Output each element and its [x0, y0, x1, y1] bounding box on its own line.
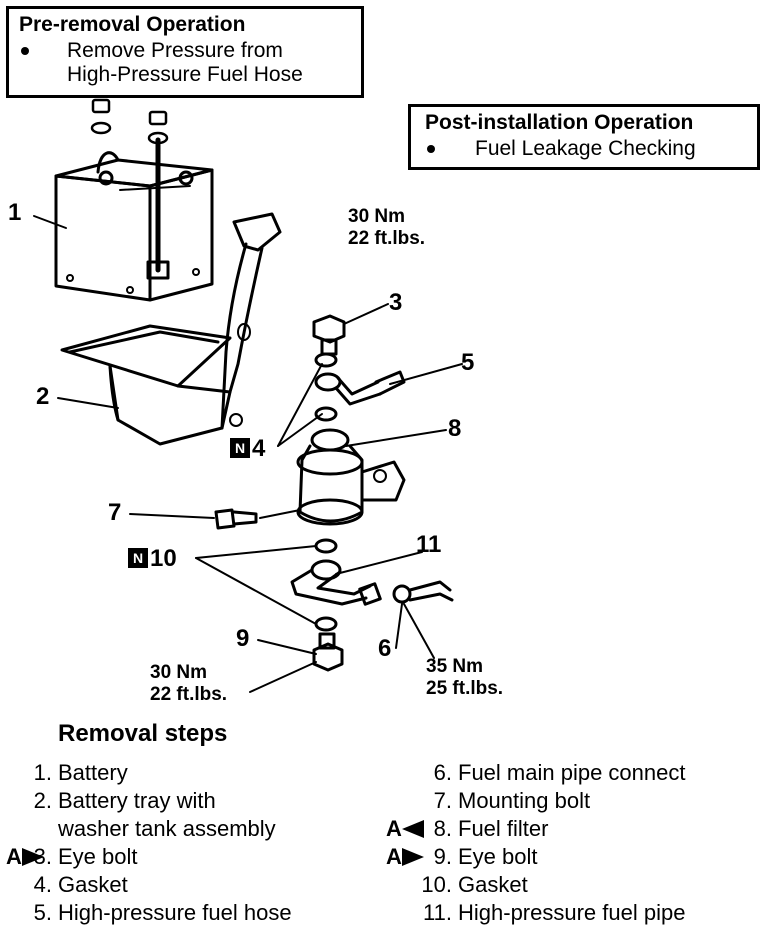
step-2: 2.Battery tray with: [33, 788, 216, 813]
step-11: 11.High-pressure fuel pipe: [423, 900, 686, 925]
callout-5: 5: [461, 349, 475, 376]
eye-bolt-lower-part: [312, 632, 344, 672]
gasket-10-lower-part: [314, 616, 338, 632]
pre-removal-title: Pre-removal Operation: [19, 13, 246, 36]
removal-steps-title: Removal steps: [58, 720, 228, 747]
right-arrow-icon: [401, 848, 424, 866]
pre-removal-box: Pre-removal Operation Remove Pressure fr…: [6, 6, 364, 98]
service-tag-a-step-8: A: [386, 816, 424, 842]
pre-removal-item-line1: Remove Pressure from: [67, 39, 283, 62]
post-installation-title: Post-installation Operation: [425, 111, 694, 134]
torque-9-ftlbs: 22 ft.lbs.: [150, 684, 228, 705]
battery-tray-washer-tank-part: [60, 212, 282, 446]
right-arrow-icon: [21, 848, 44, 866]
high-pressure-fuel-pipe-part: [290, 559, 382, 606]
step-4: 4.Gasket: [33, 872, 128, 897]
gasket-upper-part: [314, 352, 338, 368]
fuel-filter-part: [296, 428, 406, 526]
gasket-10-upper-part: [314, 538, 338, 554]
torque-3-nm: 30 Nm: [348, 206, 406, 227]
torque-6-nm: 35 Nm: [426, 656, 484, 677]
callout-6: 6: [378, 635, 392, 662]
fuel-main-pipe-connection-part: [392, 580, 454, 604]
step-2-cont: washer tank assembly: [58, 816, 276, 841]
post-installation-item-text: Fuel Leakage Checking: [475, 137, 696, 160]
step-3: 3.Eye bolt: [33, 844, 138, 869]
post-installation-item: Fuel Leakage Checking: [425, 137, 696, 161]
callout-3: 3: [389, 289, 403, 316]
callout-1: 1: [8, 199, 22, 226]
service-tag-a-step-9: A: [386, 844, 424, 870]
left-arrow-icon: [401, 820, 424, 838]
step-6: 6.Fuel main pipe connect: [433, 760, 686, 785]
post-installation-box: Post-installation Operation Fuel Leakage…: [408, 104, 760, 170]
step-8: 8.Fuel filter: [433, 816, 549, 841]
pre-removal-item-line2: High-Pressure Fuel Hose: [67, 63, 303, 86]
high-pressure-fuel-hose-part: [314, 370, 406, 406]
callout-9: 9: [236, 625, 250, 652]
mounting-bolt-part: [214, 508, 258, 530]
new-part-badge: N: [128, 548, 148, 568]
eye-bolt-upper-part: [312, 314, 346, 356]
step-1: 1.Battery: [33, 760, 128, 785]
torque-9-nm: 30 Nm: [150, 662, 208, 683]
callout-8: 8: [448, 415, 462, 442]
step-10: 10.Gasket: [421, 872, 528, 897]
new-part-badge: N: [230, 438, 250, 458]
service-tag-a-step-3: A: [6, 844, 44, 870]
step-9: 9.Eye bolt: [433, 844, 538, 869]
battery-part: [54, 137, 214, 302]
callout-11: 11: [416, 531, 442, 558]
callout-7: 7: [108, 499, 122, 526]
torque-3-ftlbs: 22 ft.lbs.: [348, 228, 426, 249]
callout-2: 2: [36, 383, 50, 410]
battery-hold-nuts: [90, 98, 169, 145]
bullet-icon: [427, 145, 435, 153]
torque-6-ftlbs: 25 ft.lbs.: [426, 678, 504, 699]
pre-removal-item: Remove Pressure from High-Pressure Fuel …: [19, 39, 349, 87]
step-5: 5.High-pressure fuel hose: [33, 900, 292, 925]
leader-lines: [33, 215, 463, 693]
step-7: 7.Mounting bolt: [433, 788, 591, 813]
bullet-icon: [21, 47, 29, 55]
gasket-lower-part: [314, 406, 338, 422]
